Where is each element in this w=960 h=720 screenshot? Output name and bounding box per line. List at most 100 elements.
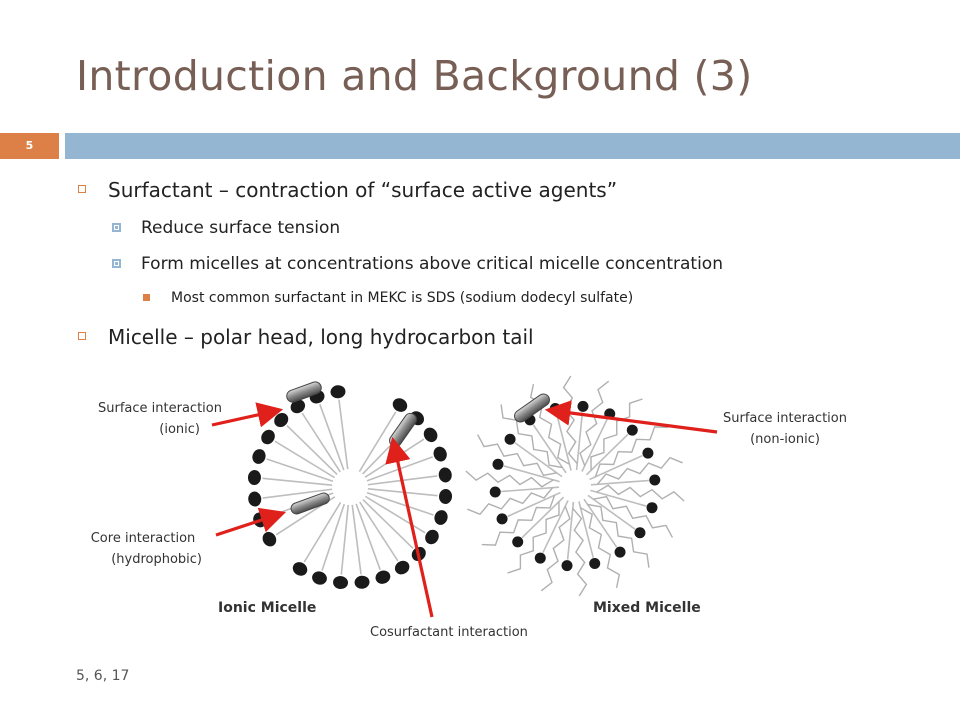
nonionic-chain [596, 456, 683, 485]
bullet-reduce-tension: Reduce surface tension [78, 216, 938, 240]
nonionic-chain [467, 487, 554, 516]
polar-head [333, 576, 349, 590]
surfactant-tail [303, 501, 342, 563]
mixed-micelle-graphic [465, 375, 685, 597]
surfactant-tail [587, 494, 636, 530]
polar-head [392, 398, 408, 412]
surface-interaction-ionic-arrow [211, 402, 284, 428]
polar-head [262, 531, 277, 547]
header-rule-bar [65, 133, 960, 159]
nonionic-chain [592, 495, 674, 538]
polar-head [261, 429, 275, 445]
surfactant-tail [355, 503, 381, 570]
polar-head [425, 529, 439, 545]
nonionic-chain [500, 404, 563, 469]
analyte-cosurfactant [389, 412, 417, 448]
nonionic-chain [507, 501, 560, 574]
surfactant-tail [578, 501, 595, 558]
label-line: (hydrophobic) [111, 552, 202, 567]
cosurfactant-interaction-label: Cosurfactant interaction [370, 625, 528, 640]
surfactant-tail [581, 418, 608, 472]
analyte-surface-ionic [286, 381, 322, 403]
polar-head [512, 536, 524, 548]
label-line: (non-ionic) [750, 432, 820, 447]
bullet-form-micelles: Form micelles at concentrations above cr… [78, 252, 938, 276]
surfactant-tail [585, 433, 629, 476]
surfactant-tail [262, 477, 333, 487]
polar-head [312, 571, 327, 585]
surfactant-tail [274, 440, 336, 479]
label-line: Surface interaction [723, 411, 847, 426]
surfactant-tail [364, 495, 426, 534]
nonionic-chain [476, 434, 558, 477]
surfactant-tail [266, 458, 334, 483]
polar-head [626, 424, 638, 436]
polar-head [492, 458, 504, 470]
surfactant-tail [338, 399, 349, 470]
polar-head [589, 558, 601, 570]
surfactant-tail [358, 411, 397, 473]
core-interaction-arrow [215, 507, 287, 537]
label-line: Surface interaction [98, 401, 222, 416]
polar-head [577, 400, 589, 412]
mixed-micelle-caption: Mixed Micelle [593, 600, 701, 616]
surfactant-tail [514, 442, 563, 478]
analyte-surface-nonionic [514, 393, 550, 423]
surfactant-tail [589, 454, 643, 481]
surfactant-tail [575, 412, 584, 471]
bullet-text: Reduce surface tension [141, 218, 341, 238]
nonionic-chain [540, 505, 571, 592]
surfactant-tail [367, 487, 438, 497]
polar-head [292, 562, 308, 576]
surfactant-tail [301, 412, 341, 473]
surfactant-tail [521, 496, 565, 539]
polar-head [354, 575, 370, 589]
nonionic-chain [594, 426, 669, 478]
label-line: Core interaction [90, 531, 196, 546]
surfactant-tail [501, 486, 560, 493]
polar-head [561, 560, 573, 572]
bullet-text: Form micelles at concentrations above cr… [141, 254, 723, 274]
surfactant-tail [340, 504, 350, 575]
nonionic-chain [572, 507, 588, 597]
page-title: Introduction and Background (3) [76, 52, 753, 100]
surfactant-tail [590, 489, 647, 507]
surfactant-tail [542, 500, 569, 554]
label-line: (ionic) [159, 422, 200, 437]
surfactant-tail [362, 498, 414, 549]
ionic-micelle-caption: Ionic Micelle [218, 600, 317, 616]
polar-head [489, 486, 501, 498]
surface-interaction-nonionic-label: Surface interaction (non-ionic) [705, 408, 865, 450]
surface-interaction-ionic-label: Surface interaction (ionic) [90, 398, 230, 440]
nonionic-chain [580, 507, 621, 589]
bullet-sds: Most common surfactant in MEKC is SDS (s… [78, 287, 938, 309]
nonionic-chain [590, 398, 643, 471]
polar-head [438, 467, 452, 483]
nonionic-chain [579, 380, 610, 467]
square-bullet-icon [78, 332, 86, 340]
surfactant-tail [321, 503, 346, 571]
polar-head [504, 433, 516, 445]
polar-head [534, 552, 546, 564]
surfactant-tail [583, 498, 618, 548]
nonionic-chain [562, 375, 578, 465]
bullet-text: Micelle – polar head, long hydrocarbon t… [108, 325, 534, 349]
bullet-surfactant: Surfactant – contraction of “surface act… [78, 176, 938, 204]
polar-head [649, 474, 661, 486]
bullet-list: Surfactant – contraction of “surface act… [78, 176, 938, 351]
nonionic-chain [587, 503, 650, 568]
square-bullet-icon [112, 259, 121, 268]
analyte-core [290, 492, 330, 515]
surface-interaction-nonionic-arrow [544, 400, 718, 434]
square-bullet-icon [143, 294, 150, 301]
bullet-text: Most common surfactant in MEKC is SDS (s… [171, 290, 634, 306]
surfactant-tail [532, 424, 567, 474]
square-bullet-icon [112, 223, 121, 232]
bullet-text: Surfactant – contraction of “surface act… [108, 178, 618, 202]
polar-head [330, 385, 346, 399]
surfactant-tail [590, 479, 649, 486]
polar-head [614, 546, 626, 558]
footer-references: 5, 6, 17 [76, 668, 130, 684]
surfactant-tail [503, 465, 560, 483]
